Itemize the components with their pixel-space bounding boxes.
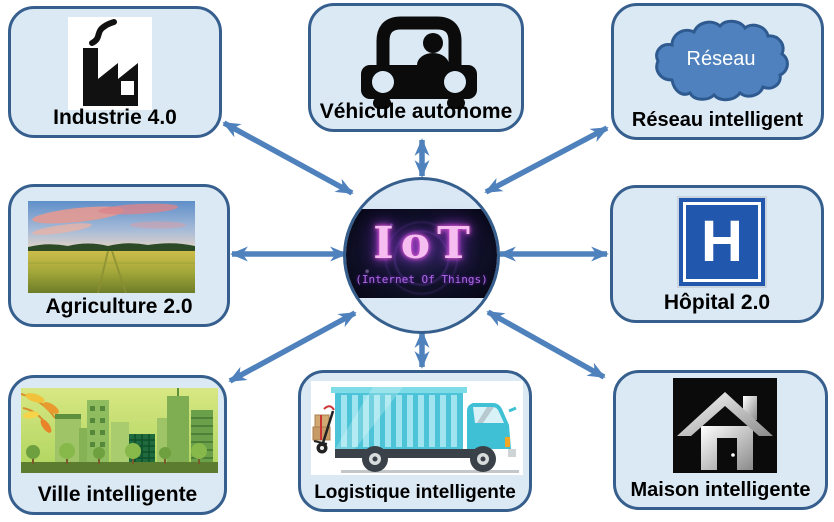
iot-hub-circle: IoT (Internet Of Things): [343, 177, 500, 334]
node-industrie-4-0: Industrie 4.0: [8, 6, 222, 138]
node-label: Logistique intelligente: [314, 482, 516, 503]
node-label: Hôpital 2.0: [663, 291, 771, 314]
node-maison-intelligente: Maison intelligente: [613, 370, 828, 510]
cloud-label: Réseau: [686, 48, 756, 70]
wheat-field-photo: [28, 201, 195, 294]
node-logistique-intelligente: Logistique intelligente: [298, 370, 532, 512]
node-label: Maison intelligente: [630, 479, 811, 501]
node-label: Industrie 4.0: [53, 106, 177, 129]
node-reseau-intelligent: Réseau Réseau intelligent: [611, 3, 824, 140]
node-label: Agriculture 2.0: [45, 295, 193, 318]
factory-icon: [68, 17, 152, 110]
smart-home-icon: [673, 378, 777, 473]
iot-subtitle: (Internet Of Things): [355, 272, 488, 286]
arrow-maison-iot: [486, 309, 606, 380]
hospital-h-sign: H: [677, 196, 767, 288]
node-label: Ville intelligente: [37, 483, 198, 506]
arrow-reseau-iot: [484, 125, 609, 195]
delivery-truck-illustration: [311, 381, 523, 475]
node-hopital-2-0: H Hôpital 2.0: [610, 185, 824, 323]
iot-title: IoT: [373, 217, 477, 269]
node-label: Réseau intelligent: [631, 109, 804, 131]
network-cloud-icon: Réseau: [650, 18, 792, 110]
iot-neon-image: IoT (Internet Of Things): [346, 209, 497, 298]
node-agriculture-2-0: Agriculture 2.0: [8, 184, 230, 327]
arrow-industrie-iot: [222, 120, 354, 196]
node-ville-intelligente: Ville intelligente: [8, 375, 227, 515]
node-vehicule-autonome: Véhicule autonome: [308, 3, 524, 132]
hospital-letter: H: [701, 209, 743, 274]
autonomous-car-icon: [359, 13, 479, 109]
node-label: Véhicule autonome: [319, 100, 513, 123]
green-city-illustration: [20, 388, 218, 473]
